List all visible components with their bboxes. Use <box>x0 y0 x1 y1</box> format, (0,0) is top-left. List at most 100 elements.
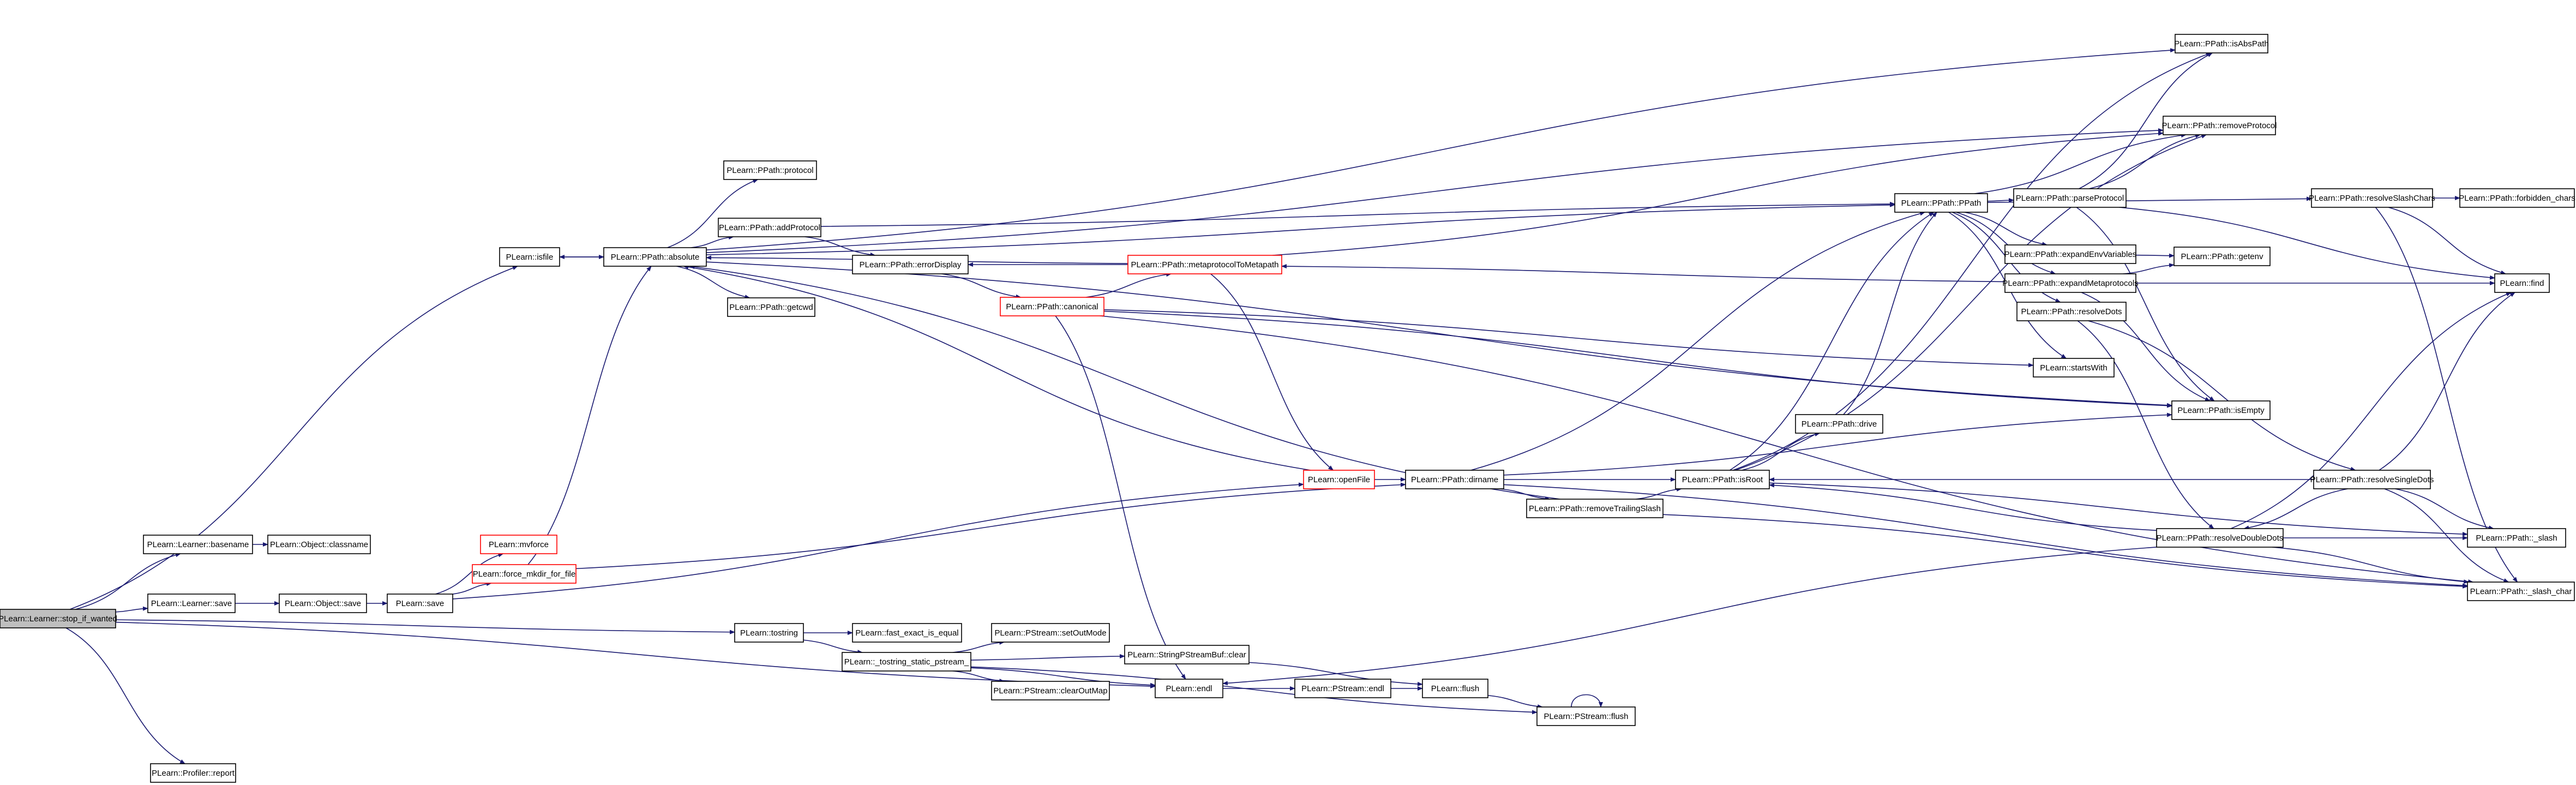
node-label-isRoot: PLearn::PPath::isRoot <box>1682 475 1763 484</box>
call-edge-addProtocol-to-errorDisplay <box>804 236 876 257</box>
node-startsWith[interactable]: PLearn::startsWith <box>2033 358 2115 377</box>
node-slash_char[interactable]: PLearn::PPath::_slash_char <box>2467 582 2575 601</box>
node-isfile[interactable]: PLearn::isfile <box>499 247 560 267</box>
node-resolveSingleDots[interactable]: PLearn::PPath::resolveSingleDots <box>2310 470 2434 489</box>
node-setOutMode[interactable]: PLearn::PStream::setOutMode <box>991 623 1110 643</box>
node-profiler_report[interactable]: PLearn::Profiler::report <box>150 763 236 783</box>
node-expandEnvVariables[interactable]: PLearn::PPath::expandEnvVariables <box>2004 244 2136 264</box>
call-edge-absolute-to-protocol <box>667 179 759 248</box>
node-getenv[interactable]: PLearn::PPath::getenv <box>2173 247 2271 266</box>
node-box-parseProtocol <box>2013 188 2127 208</box>
node-stringbuf_clear[interactable]: PLearn::StringPStreamBuf::clear <box>1124 645 1250 664</box>
node-pstream_endl[interactable]: PLearn::PStream::endl <box>1294 679 1391 698</box>
node-resolveSlashChars[interactable]: PLearn::PPath::resolveSlashChars <box>2309 188 2435 208</box>
node-getcwd[interactable]: PLearn::PPath::getcwd <box>727 297 815 317</box>
node-metaprotocol[interactable]: PLearn::PPath::metaprotocolToMetapath <box>1127 255 1282 274</box>
call-edge-stop_if_wanted-to-profiler_report <box>65 627 185 764</box>
call-edge-stop_if_wanted-to-isfile <box>69 266 518 610</box>
node-label-learner_save: PLearn::Learner::save <box>151 599 232 608</box>
node-absolute[interactable]: PLearn::PPath::absolute <box>603 247 707 267</box>
node-flush[interactable]: PLearn::flush <box>1422 679 1488 698</box>
call-edge-resolveDoubleDots-to-endl <box>1222 547 2157 686</box>
node-isEmpty[interactable]: PLearn::PPath::isEmpty <box>2171 400 2271 420</box>
node-label-isAbsPath: PLearn::PPath::isAbsPath <box>2174 39 2268 49</box>
node-find[interactable]: PLearn::find <box>2494 273 2550 293</box>
node-box-pstream_endl <box>1294 679 1391 698</box>
node-drive[interactable]: PLearn::PPath::drive <box>1795 414 1883 434</box>
node-label-slash_char: PLearn::PPath::_slash_char <box>2470 587 2572 596</box>
node-expandMetaprotocols[interactable]: PLearn::PPath::expandMetaprotocols <box>2002 273 2139 293</box>
node-plearn_save[interactable]: PLearn::save <box>387 594 453 613</box>
call-edge-pstream_flush-to-pstream_flush <box>1571 694 1603 708</box>
node-box-expandEnvVariables <box>2004 244 2136 264</box>
call-edge-resolveDoubleDots-to-slash_char <box>2272 547 2470 584</box>
node-slash[interactable]: PLearn::PPath::_slash <box>2467 528 2566 548</box>
call-edge-removeTrailingSlash-to-absolute <box>689 265 1560 500</box>
node-label-dirname: PLearn::PPath::dirname <box>1411 475 1498 484</box>
node-label-force_mkdir: PLearn::force_mkdir_for_file <box>473 570 575 579</box>
node-box-resolveDoubleDots <box>2156 528 2284 548</box>
call-edge-force_mkdir-to-absolute <box>527 266 652 565</box>
node-forbidden_chars[interactable]: PLearn::PPath::forbidden_chars <box>2459 188 2575 208</box>
node-box-clearOutMap <box>991 681 1110 700</box>
node-label-absolute: PLearn::PPath::absolute <box>611 253 700 262</box>
node-tostring[interactable]: PLearn::tostring <box>734 623 804 643</box>
node-resolveDoubleDots[interactable]: PLearn::PPath::resolveDoubleDots <box>2156 528 2284 548</box>
node-box-startsWith <box>2033 358 2115 377</box>
node-box-profiler_report <box>150 763 236 783</box>
call-edge-expandEnvVariables-to-getenv <box>2135 253 2175 258</box>
node-protocol[interactable]: PLearn::PPath::protocol <box>723 160 817 180</box>
call-edge-plearn_save-to-openFile <box>452 482 1304 600</box>
call-edge-ppath_ctor-to-parseProtocol <box>1987 198 2014 203</box>
call-edge-dirname-to-ppath_ctor <box>1470 211 1926 471</box>
node-basename[interactable]: PLearn::Learner::basename <box>143 535 253 554</box>
node-box-resolveSlashChars <box>2311 188 2433 208</box>
call-edge-dirname-to-isEmpty <box>1503 412 2172 476</box>
node-removeProtocol[interactable]: PLearn::PPath::removeProtocol <box>2162 116 2277 135</box>
node-label-errorDisplay: PLearn::PPath::errorDisplay <box>860 260 962 269</box>
node-stop_if_wanted[interactable]: PLearn::Learner::stop_if_wanted <box>0 609 117 628</box>
node-classname[interactable]: PLearn::Object::classname <box>267 535 371 554</box>
node-learner_save[interactable]: PLearn::Learner::save <box>147 594 236 613</box>
node-ppath_ctor[interactable]: PLearn::PPath::PPath <box>1894 193 1988 213</box>
node-openFile[interactable]: PLearn::openFile <box>1303 470 1375 489</box>
node-label-object_save: PLearn::Object::save <box>285 599 361 608</box>
call-edge-tostring_static-to-stringbuf_clear <box>970 654 1125 661</box>
call-edge-absolute-to-ppath_ctor <box>706 202 1895 255</box>
call-edge-canonical-to-isEmpty <box>1103 310 2172 408</box>
node-errorDisplay[interactable]: PLearn::PPath::errorDisplay <box>852 255 969 274</box>
call-edge-tostring-to-tostring_static <box>803 639 863 655</box>
node-tostring_static[interactable]: PLearn::_tostring_static_pstream_ <box>842 652 971 672</box>
node-mvforce[interactable]: PLearn::mvforce <box>480 535 557 554</box>
node-box-endl <box>1155 679 1223 698</box>
node-box-pstream_flush <box>1536 706 1636 726</box>
node-addProtocol[interactable]: PLearn::PPath::addProtocol <box>718 218 821 237</box>
node-box-fast_exact_is_equal <box>852 623 962 643</box>
node-label-slash: PLearn::PPath::_slash <box>2476 534 2557 543</box>
node-isRoot[interactable]: PLearn::PPath::isRoot <box>1675 470 1770 489</box>
node-force_mkdir[interactable]: PLearn::force_mkdir_for_file <box>472 564 577 584</box>
node-dirname[interactable]: PLearn::PPath::dirname <box>1405 470 1504 489</box>
node-box-flush <box>1422 679 1488 698</box>
node-box-addProtocol <box>718 218 821 237</box>
node-isAbsPath[interactable]: PLearn::PPath::isAbsPath <box>2174 34 2269 53</box>
node-resolveDots[interactable]: PLearn::PPath::resolveDots <box>2016 302 2127 321</box>
node-label-tostring: PLearn::tostring <box>740 628 798 638</box>
node-pstream_flush[interactable]: PLearn::PStream::flush <box>1536 706 1636 726</box>
node-label-setOutMode: PLearn::PStream::setOutMode <box>994 628 1106 638</box>
node-box-basename <box>143 535 253 554</box>
node-box-slash_char <box>2467 582 2575 601</box>
node-box-find <box>2494 273 2550 293</box>
node-canonical[interactable]: PLearn::PPath::canonical <box>1000 297 1104 316</box>
node-label-stringbuf_clear: PLearn::StringPStreamBuf::clear <box>1127 650 1246 660</box>
node-endl[interactable]: PLearn::endl <box>1155 679 1223 698</box>
call-edge-resolveDoubleDots-to-find <box>2230 292 2512 529</box>
node-clearOutMap[interactable]: PLearn::PStream::clearOutMap <box>991 681 1110 700</box>
node-object_save[interactable]: PLearn::Object::save <box>279 594 367 613</box>
node-box-object_save <box>279 594 367 613</box>
node-removeTrailingSlash[interactable]: PLearn::PPath::removeTrailingSlash <box>1526 499 1664 518</box>
node-box-getcwd <box>727 297 815 317</box>
node-parseProtocol[interactable]: PLearn::PPath::parseProtocol <box>2013 188 2127 208</box>
node-fast_exact_is_equal[interactable]: PLearn::fast_exact_is_equal <box>852 623 962 643</box>
